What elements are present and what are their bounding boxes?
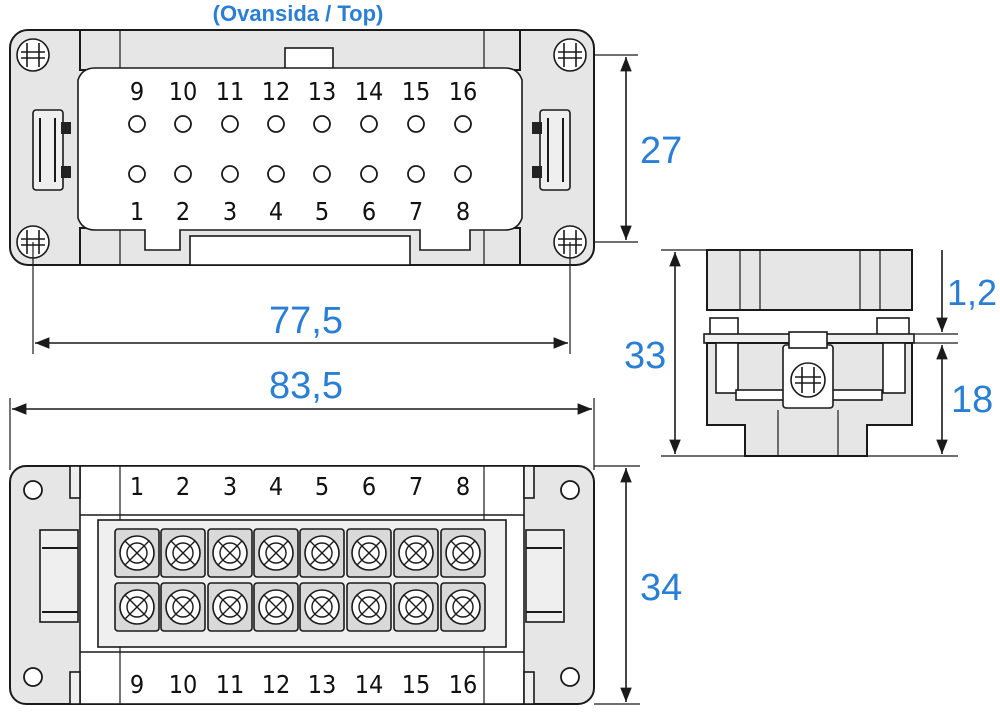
- pin-hole: [221, 165, 239, 183]
- side-upper-body: [706, 249, 913, 311]
- right-latch: [539, 109, 571, 191]
- bottom-view: 83,5 1 2 3 4 5 6 7: [9, 365, 682, 705]
- terminal-screw: [440, 582, 486, 632]
- bottom-pin-labels-upper: 1 2 3 4 5 6 7 8: [130, 472, 470, 501]
- pin-hole: [128, 165, 146, 183]
- pin-label: 6: [362, 472, 376, 501]
- pin-label: 13: [308, 77, 337, 106]
- pin-hole: [407, 165, 425, 183]
- dim-side-height: 33: [624, 335, 666, 377]
- pin-label: 14: [355, 77, 384, 106]
- pin-hole: [407, 115, 425, 133]
- terminal-screw: [393, 582, 439, 632]
- pin-label: 9: [130, 670, 144, 699]
- pin-hole: [221, 115, 239, 133]
- pin-hole: [360, 165, 378, 183]
- terminal-screw: [253, 582, 299, 632]
- terminal-screw: [207, 582, 253, 632]
- top-view: 9 10 11 12 13 14 15 16 1 2 3 4 5 6 7 8 2…: [9, 29, 682, 354]
- pin-label: 4: [269, 197, 283, 226]
- pin-hole: [267, 115, 285, 133]
- terminal-screw: [346, 582, 392, 632]
- mount-hole-br: [560, 667, 580, 687]
- pin-label: 7: [409, 472, 423, 501]
- mount-hole-bl: [23, 667, 43, 687]
- pin-hole: [454, 165, 472, 183]
- pin-hole: [360, 115, 378, 133]
- dim-total-width: 83,5: [269, 365, 343, 407]
- pin-label: 1: [130, 472, 144, 501]
- dim-top-height: 27: [640, 130, 682, 172]
- pin-label: 13: [308, 670, 337, 699]
- pin-label: 9: [130, 77, 144, 106]
- dim-side-lower-height: 18: [951, 379, 993, 421]
- pin-label: 2: [176, 197, 190, 226]
- pin-label: 6: [362, 197, 376, 226]
- dim-hole-spacing: 77,5: [269, 300, 343, 342]
- pin-label: 2: [176, 472, 190, 501]
- top-pin-labels-lower: 1 2 3 4 5 6 7 8: [130, 197, 470, 226]
- top-screw-tr: [553, 38, 587, 72]
- pin-label: 3: [223, 197, 237, 226]
- pin-label: 10: [169, 670, 198, 699]
- top-pin-labels-upper: 9 10 11 12 13 14 15 16: [130, 77, 477, 106]
- pin-hole: [174, 165, 192, 183]
- pin-label: 7: [409, 197, 423, 226]
- view-title: (Ovansida / Top): [213, 1, 384, 26]
- left-latch: [32, 109, 64, 191]
- pin-label: 1: [130, 197, 144, 226]
- pin-label: 8: [456, 197, 470, 226]
- pin-label: 16: [449, 670, 478, 699]
- terminal-screw: [160, 528, 206, 578]
- bottom-pin-labels-lower: 9 10 11 12 13 14 15 16: [130, 670, 477, 699]
- terminal-screw: [114, 582, 160, 632]
- side-view: 33 1,2 18: [624, 249, 997, 457]
- pin-hole: [313, 115, 331, 133]
- pin-hole: [313, 165, 331, 183]
- pin-hole: [128, 115, 146, 133]
- terminal-blocks: [114, 528, 486, 632]
- pin-label: 4: [269, 472, 283, 501]
- side-screw: [790, 362, 826, 398]
- pin-label: 14: [355, 670, 384, 699]
- pin-hole: [174, 115, 192, 133]
- mount-hole-tr: [560, 480, 580, 500]
- terminal-screw: [393, 528, 439, 578]
- pin-label: 3: [223, 472, 237, 501]
- mount-hole-tl: [23, 480, 43, 500]
- terminal-screw: [160, 582, 206, 632]
- pin-label: 5: [315, 472, 329, 501]
- pin-label: 10: [169, 77, 198, 106]
- terminal-screw: [346, 528, 392, 578]
- top-insert: [77, 67, 523, 251]
- pin-label: 15: [402, 77, 431, 106]
- terminal-screw: [440, 528, 486, 578]
- pin-label: 12: [262, 77, 291, 106]
- pin-label: 15: [402, 670, 431, 699]
- terminal-screw: [207, 528, 253, 578]
- terminal-screw: [299, 528, 345, 578]
- terminal-screw: [114, 528, 160, 578]
- pin-label: 16: [449, 77, 478, 106]
- dim-flange-thickness: 1,2: [947, 272, 997, 313]
- top-screw-tl: [16, 38, 50, 72]
- pin-label: 12: [262, 670, 291, 699]
- terminal-screw: [299, 582, 345, 632]
- terminal-screw: [253, 528, 299, 578]
- dim-bottom-height: 34: [640, 567, 682, 609]
- pin-label: 11: [216, 670, 245, 699]
- pin-label: 8: [456, 472, 470, 501]
- pin-label: 11: [216, 77, 245, 106]
- pin-hole: [454, 115, 472, 133]
- pin-label: 5: [315, 197, 329, 226]
- pin-hole: [267, 165, 285, 183]
- top-pin-holes: [128, 115, 472, 183]
